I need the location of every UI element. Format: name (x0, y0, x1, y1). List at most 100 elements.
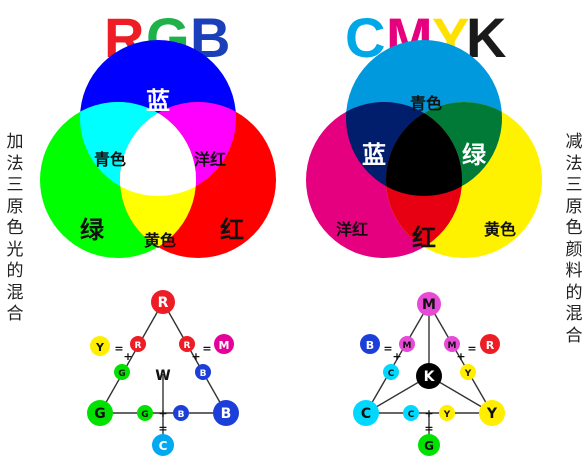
cmyk-overlap-black (386, 102, 462, 196)
side-char: 料 (565, 261, 583, 281)
cmyk-small-ul-c (383, 364, 399, 380)
rgb-node-b (213, 400, 239, 426)
side-char: 原 (6, 196, 24, 217)
cmyk-venn: 青色 洋红 黄色 蓝 绿 红 (306, 40, 542, 258)
cmyk-label-green: 绿 (462, 141, 487, 169)
rgb-label-yellow: 黄色 (144, 231, 176, 250)
cmyk-small-ur-m-label: M (448, 341, 457, 351)
cmyk-node-b-label: B (366, 339, 374, 352)
cmyk-op-plus-left: + (392, 350, 401, 363)
rgb-node-r (151, 290, 175, 314)
cmyk-node-k-label: K (424, 369, 436, 385)
side-char: 减 (565, 132, 583, 152)
cmyk-op-plus-bottom: + (424, 407, 433, 420)
rgb-label-magenta: 洋红 (194, 150, 226, 169)
rgb-node-g-label: G (94, 406, 106, 422)
rgb-node-w-label: W (155, 368, 170, 384)
rgb-op-plus-bottom: + (158, 407, 167, 420)
rgb-node-y-label: Y (95, 341, 105, 354)
cmyk-small-b-c-label: C (408, 410, 415, 420)
cmyk-small-ur-y-label: Y (464, 369, 472, 379)
side-char: 合 (565, 325, 583, 346)
side-char: 的 (565, 282, 583, 303)
cmyk-node-r (480, 334, 500, 354)
side-char: 三 (6, 175, 24, 195)
cmyk-node-m (417, 292, 441, 316)
rgb-op-eq-bottom: = (158, 422, 167, 435)
cmyk-mixing-diagram: M C Y K G B R M C M Y C Y (353, 292, 505, 456)
cmyk-small-b-c (403, 405, 419, 421)
cmyk-label-cyan: 青色 (410, 94, 442, 113)
cmyk-op-eq-left: = (383, 342, 392, 355)
cmyk-small-ul-c-label: C (388, 369, 395, 379)
cmyk-op-eq-bottom: = (424, 422, 433, 435)
rgb-small-ul-r (130, 336, 146, 352)
rgb-label-red: 红 (220, 216, 244, 244)
rgb-mixing-diagram: R G B W C Y M R G R B G B = (87, 290, 239, 456)
cmyk-node-c (353, 400, 379, 426)
subtractive-mixing-label: 减 法 三 原 色 颜 料 的 混 合 (563, 132, 585, 347)
cmyk-label-blue: 蓝 (362, 141, 386, 169)
cmyk-node-m-label: M (422, 297, 436, 313)
rgb-small-ul-g-label: G (118, 369, 125, 379)
rgb-node-c (152, 434, 174, 456)
rgb-node-g (87, 400, 113, 426)
cmyk-node-g (418, 434, 440, 456)
cmyk-node-y (479, 400, 505, 426)
rgb-small-b-b (173, 405, 189, 421)
side-char: 合 (6, 304, 24, 324)
cmyk-small-ul-m-label: M (403, 341, 412, 351)
side-char: 法 (565, 153, 583, 174)
rgb-op-plus-left: + (123, 350, 132, 363)
cmyk-op-eq-right: = (467, 342, 476, 355)
rgb-small-ur-b-label: B (200, 369, 207, 379)
side-char: 色 (565, 218, 583, 238)
rgb-label-cyan: 青色 (94, 150, 126, 169)
side-char: 色 (6, 218, 24, 238)
cmyk-small-ul-m (399, 336, 415, 352)
cmyk-small-b-y (439, 405, 455, 421)
rgb-small-ul-r-label: R (135, 341, 142, 351)
rgb-op-eq-left: = (114, 342, 123, 355)
side-char: 的 (6, 261, 24, 281)
rgb-label-green: 绿 (80, 216, 105, 244)
rgb-venn: 蓝 绿 红 青色 洋红 黄色 (40, 40, 276, 258)
cmyk-small-ur-y (460, 364, 476, 380)
rgb-label-blue: 蓝 (146, 87, 170, 115)
side-char: 原 (565, 196, 583, 217)
rgb-small-b-b-label: B (178, 410, 185, 420)
cmyk-node-k (416, 363, 442, 389)
side-char: 三 (565, 175, 583, 195)
cmyk-label-yellow: 黄色 (484, 220, 516, 239)
side-char: 光 (6, 239, 24, 260)
cmyk-node-y-label: Y (486, 406, 498, 422)
rgb-node-r-label: R (158, 295, 169, 311)
rgb-node-b-label: B (221, 406, 232, 422)
cmyk-label-magenta: 洋红 (336, 220, 368, 239)
side-char: 加 (6, 132, 24, 152)
rgb-op-plus-right: + (191, 350, 200, 363)
cmyk-node-c-label: C (361, 406, 371, 422)
rgb-node-y (90, 336, 110, 356)
additive-mixing-label: 加 法 三 原 色 光 的 混 合 (4, 132, 26, 326)
cmyk-node-b (360, 334, 380, 354)
cmyk-node-g-label: G (424, 439, 434, 453)
rgb-overlap-white (120, 102, 196, 196)
side-char: 法 (6, 153, 24, 174)
rgb-small-ur-r-label: R (184, 341, 191, 351)
cmyk-label-red: 红 (412, 224, 436, 252)
side-char: 混 (565, 304, 583, 324)
cmyk-small-ur-m (444, 336, 460, 352)
side-char: 混 (6, 282, 24, 303)
rgb-small-ul-g (114, 364, 130, 380)
side-char: 颜 (565, 239, 583, 260)
rgb-small-ur-b (195, 364, 211, 380)
rgb-node-c-label: C (159, 439, 168, 453)
cmyk-op-plus-right: + (456, 350, 465, 363)
rgb-node-m (214, 334, 234, 354)
rgb-title: R G B (104, 6, 230, 69)
cmyk-node-r-label: R (486, 339, 495, 352)
rgb-small-ur-r (179, 336, 195, 352)
rgb-small-b-g (137, 405, 153, 421)
